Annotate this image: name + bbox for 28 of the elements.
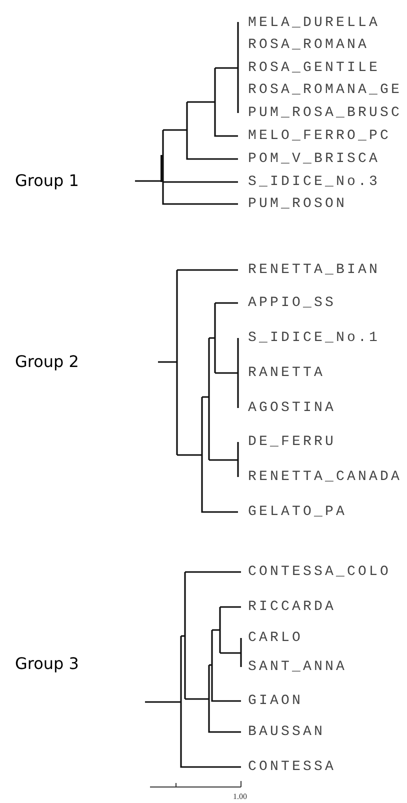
leaf-label: S_IDICE_No.1 [248,331,380,345]
leaf-label: ROSA_GENTILE [248,61,380,75]
leaf-label: GIAON [248,694,304,708]
leaf-label: DE_FERRU [248,435,336,449]
leaf-label: RENETTA_CANADA [248,470,402,484]
leaf-label: PUM_ROSON [248,197,348,211]
group-label: Group 3 [15,656,79,672]
leaf-label: AGOSTINA [248,401,336,415]
leaf-label: CARLO [248,631,304,645]
leaf-label: RENETTA_BIAN [248,263,380,277]
leaf-label: CONTESSA_COLO [248,565,392,579]
leaf-label: APPIO_SS [248,296,336,310]
leaf-label: RICCARDA [248,600,336,614]
scale-label: 1.00 [233,793,247,801]
leaf-label: RANETTA [248,366,326,380]
group-label: Group 2 [15,354,79,370]
leaf-label: ROSA_ROMANA [248,38,370,52]
leaf-label: ROSA_ROMANA_GE [248,83,402,97]
leaf-label: POM_V_BRISCA [248,152,380,166]
leaf-label: S_IDICE_No.3 [248,175,380,189]
leaf-label: BAUSSAN [248,725,326,739]
group-label: Group 1 [15,173,79,189]
leaf-label: SANT_ANNA [248,660,348,674]
leaf-label: MELA_DURELLA [248,16,380,30]
leaf-label: PUM_ROSA_BRUSC [248,106,402,120]
leaf-label: CONTESSA [248,760,336,774]
leaf-label: GELATO_PA [248,505,348,519]
leaf-label: MELO_FERRO_PC [248,129,392,143]
